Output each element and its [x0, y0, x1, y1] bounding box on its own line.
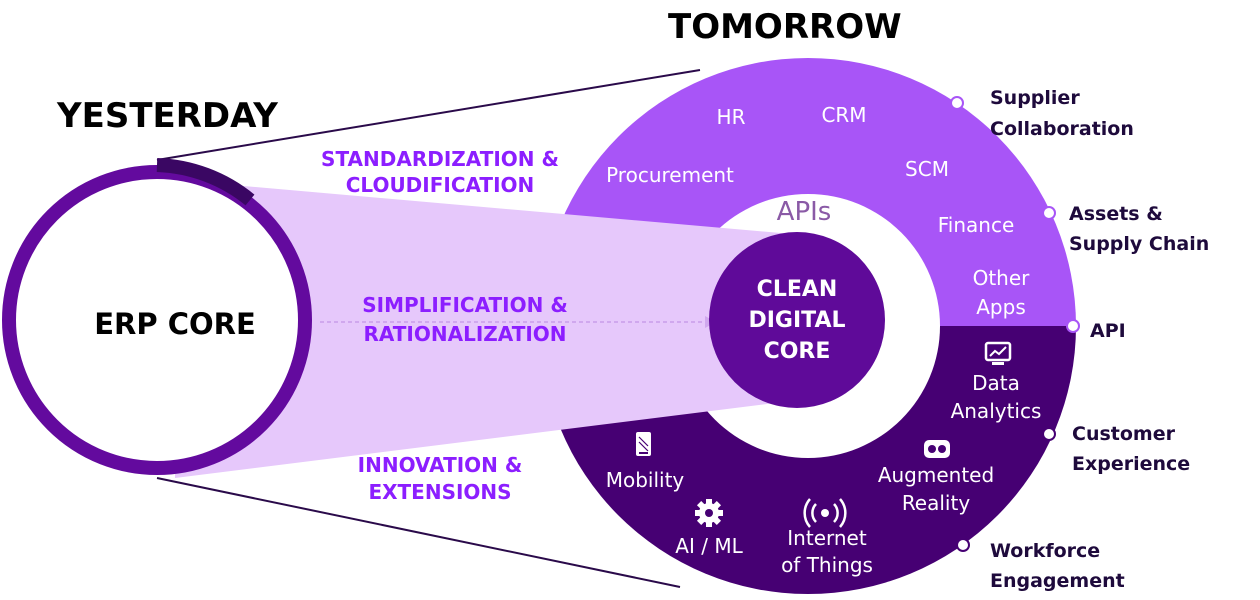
- upper-tangent-line: [156, 69, 701, 161]
- lower-tangent-line: [156, 477, 681, 588]
- connector-dot-workforce: [956, 538, 970, 552]
- connector-dot-customer: [1042, 427, 1056, 441]
- app-iot-line1: Internet: [787, 526, 867, 550]
- app-other-line2: Apps: [976, 295, 1026, 319]
- apis-label: APIs: [777, 197, 832, 227]
- core-line-1: CLEAN: [757, 277, 838, 302]
- label-supplier-line1: Supplier: [990, 87, 1080, 109]
- app-crm: CRM: [821, 103, 866, 127]
- core-line-2: DIGITAL: [748, 308, 845, 333]
- app-augmented-reality-line1: Augmented: [878, 463, 994, 487]
- tomorrow-heading: TOMORROW: [668, 7, 902, 47]
- stage-middle-line2: RATIONALIZATION: [363, 322, 566, 346]
- yesterday-heading: YESTERDAY: [56, 96, 278, 136]
- app-scm: SCM: [905, 157, 949, 181]
- stage-bottom-line1: INNOVATION &: [358, 453, 523, 477]
- broadcast-icon: [803, 498, 847, 528]
- app-procurement: Procurement: [606, 163, 734, 187]
- label-assets-line1: Assets &: [1069, 203, 1163, 225]
- core-line-3: CORE: [764, 339, 831, 364]
- stage-top-line2: CLOUDIFICATION: [346, 173, 535, 197]
- label-customer-line1: Customer: [1072, 423, 1176, 445]
- erp-core-label: ERP CORE: [94, 307, 256, 341]
- app-ai-ml: AI / ML: [675, 534, 743, 558]
- smartphone-icon: [636, 432, 651, 456]
- connector-dot-assets: [1042, 206, 1056, 220]
- app-augmented-reality-line2: Reality: [902, 491, 971, 515]
- monitor-chart-icon: [984, 341, 1012, 365]
- app-mobility: Mobility: [606, 468, 685, 492]
- app-finance: Finance: [938, 213, 1015, 237]
- label-api: API: [1090, 320, 1126, 342]
- transformation-beam: [175, 180, 815, 478]
- vr-goggles-icon: [924, 440, 950, 458]
- app-data-analytics-line1: Data: [972, 371, 1020, 395]
- label-workforce-line1: Workforce: [990, 540, 1100, 562]
- connector-dot-supplier: [950, 96, 964, 110]
- clean-digital-core-circle: [709, 232, 885, 408]
- stage-bottom-line2: EXTENSIONS: [368, 480, 511, 504]
- label-workforce-line2: Engagement: [990, 570, 1125, 592]
- gear-icon: [695, 499, 723, 527]
- label-supplier-line2: Collaboration: [990, 118, 1134, 140]
- stage-top-line1: STANDARDIZATION &: [321, 147, 559, 171]
- erp-core-circle-shadow: [156, 158, 255, 206]
- app-hr: HR: [717, 105, 746, 129]
- label-customer-line2: Experience: [1072, 453, 1190, 475]
- app-data-analytics-line2: Analytics: [951, 399, 1042, 423]
- app-other-line1: Other: [973, 266, 1031, 290]
- stage-middle-line1: SIMPLIFICATION &: [362, 293, 568, 317]
- app-iot-line2: of Things: [781, 553, 873, 577]
- label-assets-line2: Supply Chain: [1069, 233, 1209, 255]
- connector-dot-api: [1066, 319, 1080, 333]
